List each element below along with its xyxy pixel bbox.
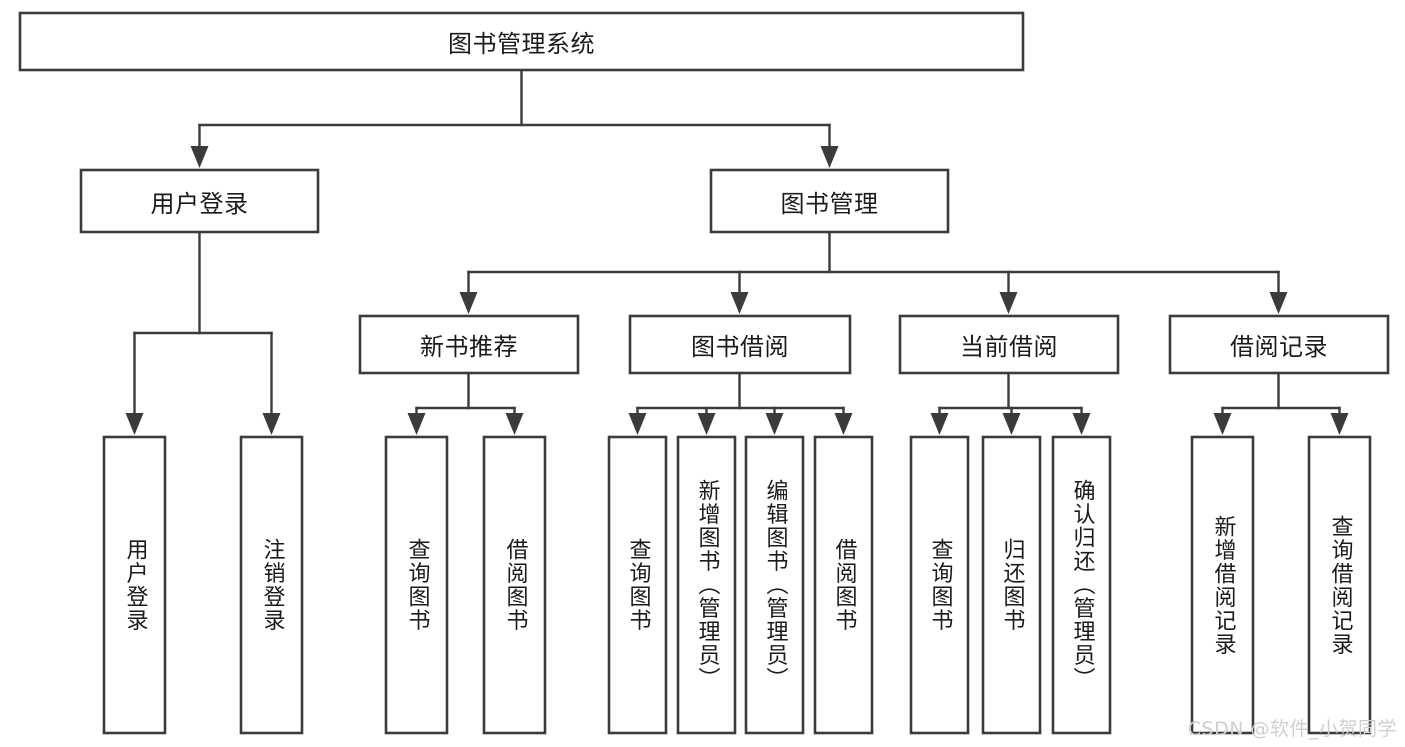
node-box-book-borrow[interactable] [628, 314, 852, 375]
node-box-leaf-query-book-recommend[interactable] [384, 435, 449, 735]
arrow-leaf-7-icon [765, 413, 784, 435]
arrow-current-borrow-icon [999, 292, 1018, 314]
arrow-leaf-5-icon [628, 413, 647, 435]
arrow-leaf-9-icon [930, 413, 949, 435]
node-box-book-management[interactable] [709, 168, 950, 234]
arrow-leaf-13-icon [1330, 413, 1349, 435]
arrow-leaf-10-icon [1002, 413, 1021, 435]
node-box-leaf-user-login[interactable] [102, 435, 167, 735]
arrow-leaf-3-icon [407, 413, 426, 435]
arrow-user-login-icon [190, 146, 209, 168]
arrow-new-book-icon [459, 292, 478, 314]
arrow-leaf-4-icon [505, 413, 524, 435]
node-box-leaf-add-borrow-record[interactable] [1190, 435, 1255, 735]
node-box-leaf-query-book-current[interactable] [909, 435, 970, 735]
arrow-leaf-8-icon [834, 413, 853, 435]
node-boxes [18, 11, 1390, 735]
arrow-leaf-12-icon [1213, 413, 1232, 435]
node-box-current-borrow[interactable] [898, 314, 1120, 375]
node-box-leaf-add-book-admin[interactable] [676, 435, 737, 735]
node-box-user-login[interactable] [79, 168, 320, 234]
arrow-leaf-2-icon [262, 413, 281, 435]
node-box-borrow-record[interactable] [1168, 314, 1390, 375]
arrow-leaf-6-icon [697, 413, 716, 435]
arrow-leaf-11-icon [1072, 413, 1091, 435]
node-box-root[interactable] [18, 11, 1025, 72]
node-box-leaf-confirm-return-admin[interactable] [1051, 435, 1112, 735]
arrow-book-management-icon [820, 146, 839, 168]
arrow-heads [125, 146, 1349, 435]
node-box-new-book-recommend[interactable] [358, 314, 580, 375]
arrow-leaf-1-icon [125, 413, 144, 435]
node-box-leaf-query-book-borrow[interactable] [607, 435, 668, 735]
arrow-borrow-record-icon [1269, 292, 1288, 314]
node-box-leaf-return-book[interactable] [981, 435, 1042, 735]
node-box-leaf-borrow-book-recommend[interactable] [482, 435, 547, 735]
node-box-leaf-edit-book-admin[interactable] [744, 435, 805, 735]
node-box-leaf-query-borrow-record[interactable] [1307, 435, 1372, 735]
arrow-book-borrow-icon [730, 292, 749, 314]
node-box-leaf-logout-login[interactable] [239, 435, 304, 735]
node-box-leaf-borrow-book[interactable] [813, 435, 874, 735]
